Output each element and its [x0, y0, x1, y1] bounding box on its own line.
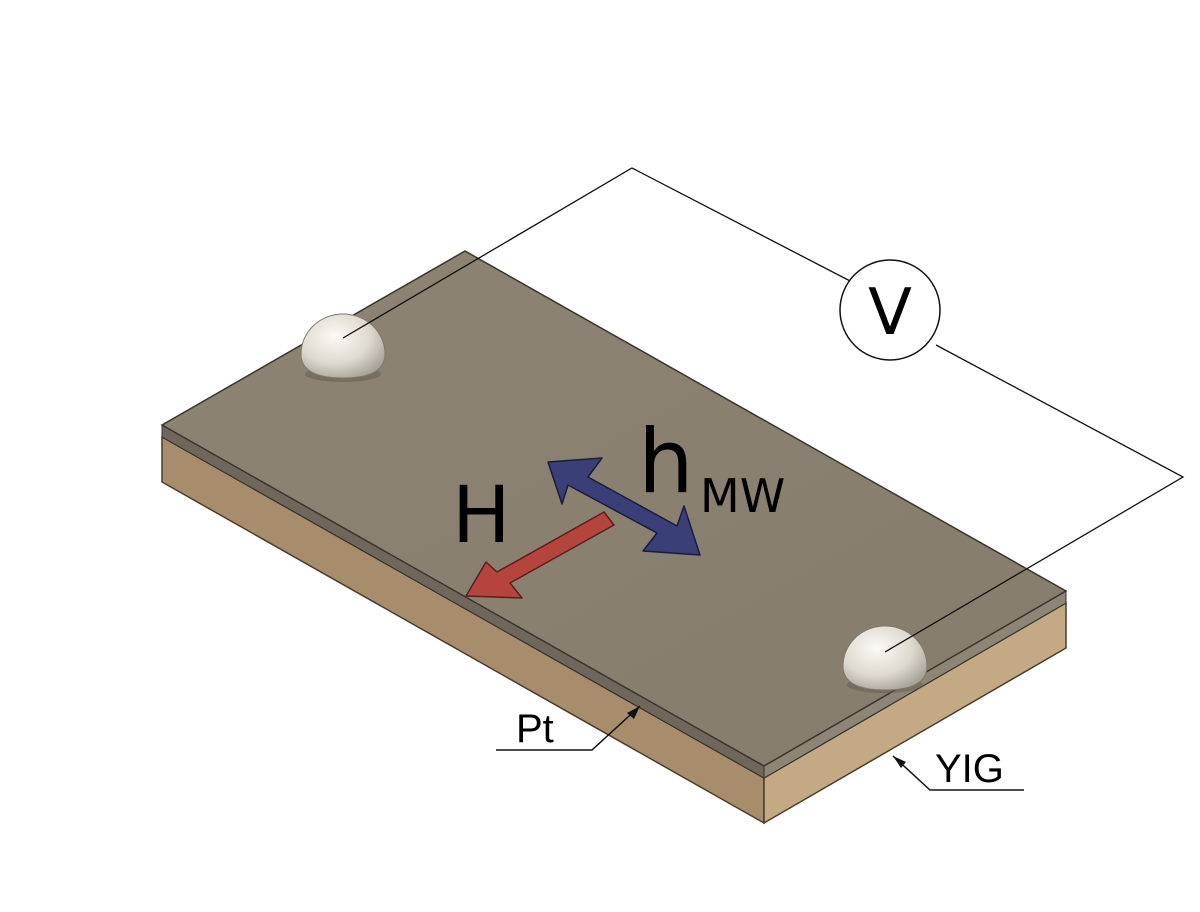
pt-callout: Pt [496, 705, 641, 751]
yig-callout: YIG [892, 747, 1024, 791]
label-h-subscript: MW [700, 469, 785, 523]
label-H: H [452, 471, 511, 561]
pt-label: Pt [516, 707, 554, 751]
yig-leader-arrow [893, 756, 906, 768]
arrow-h-mw [547, 457, 701, 556]
wire-left [342, 167, 853, 339]
yig-leader-line [892, 755, 1024, 791]
label-h: h [638, 410, 694, 513]
voltmeter-label: V [868, 276, 912, 350]
voltmeter-circle [839, 259, 941, 361]
contact-left [300, 313, 386, 382]
contact-right [842, 625, 928, 693]
pt-leader-arrow [627, 706, 640, 719]
pt-leader-line [496, 705, 641, 751]
wire-right [884, 344, 1185, 653]
yig-label: YIG [935, 747, 1004, 791]
voltmeter: V [839, 259, 941, 361]
arrow-H [465, 511, 615, 599]
